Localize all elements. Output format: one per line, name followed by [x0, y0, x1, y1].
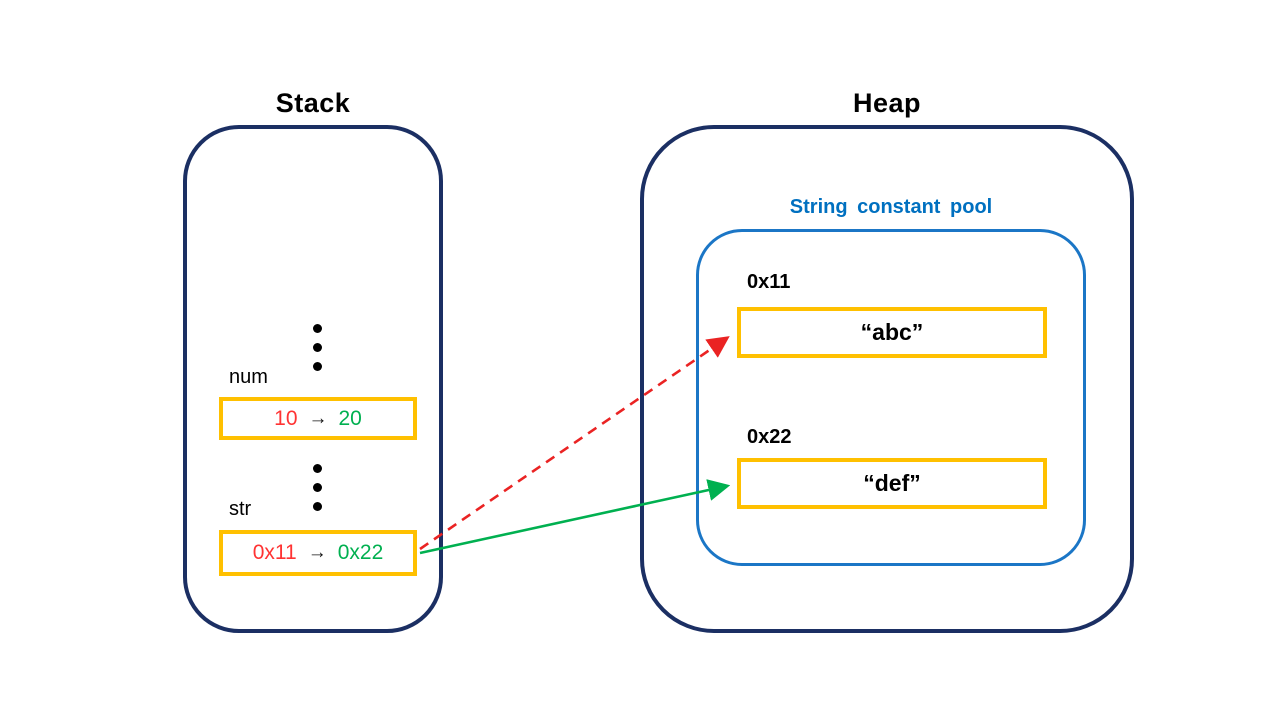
string-constant-pool-title: String constant pool [789, 196, 993, 218]
dot [313, 324, 322, 333]
address-label-0x22: 0x22 [747, 426, 792, 448]
num-old-value: 10 [274, 406, 298, 430]
string-literal-box-def: “def” [737, 458, 1047, 509]
string-literal-box-abc: “abc” [737, 307, 1047, 358]
address-label-0x11: 0x11 [747, 271, 791, 293]
ellipsis-dots-upper [313, 324, 322, 371]
value-change-arrow: → [307, 542, 327, 563]
value-change-arrow: → [308, 407, 328, 429]
dot [313, 464, 322, 473]
str-old-value: 0x11 [252, 541, 297, 564]
str-new-value: 0x22 [337, 541, 384, 564]
variable-box-num: 10 → 20 [219, 397, 417, 440]
num-new-value: 20 [338, 406, 362, 430]
stack-title: Stack [275, 88, 351, 118]
ellipsis-dots-lower [313, 464, 322, 511]
variable-box-str: 0x11 → 0x22 [219, 530, 417, 576]
string-literal-abc: “abc” [860, 319, 924, 345]
string-constant-pool-container [696, 229, 1086, 566]
dot [313, 362, 322, 371]
variable-label-str: str [229, 498, 252, 520]
dot [313, 502, 322, 511]
dot [313, 483, 322, 492]
string-literal-def: “def” [863, 470, 921, 496]
variable-label-num: num [229, 366, 268, 388]
heap-title: Heap [852, 88, 922, 118]
dot [313, 343, 322, 352]
